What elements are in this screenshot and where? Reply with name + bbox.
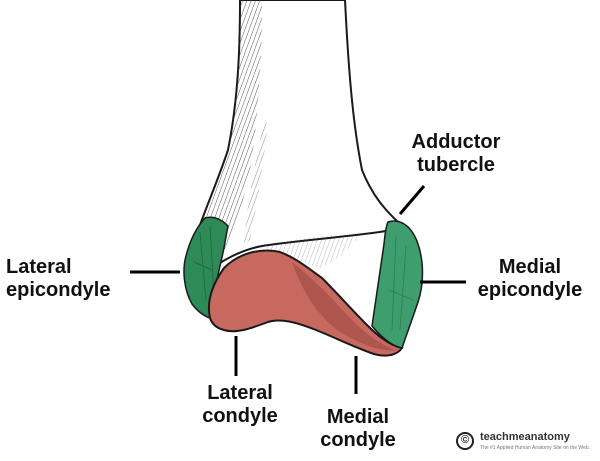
- copyright-icon: ©: [456, 432, 474, 450]
- adductor-tubercle-label: Adductor tubercle: [400, 131, 512, 177]
- watermark: © teachmeanatomy The #1 Applied Human An…: [456, 431, 596, 458]
- shaft-shading-inner: [244, 120, 268, 246]
- lateral-epicondyle-label: Lateral epicondyle: [6, 256, 110, 302]
- adductor-tubercle-pointer: [398, 185, 426, 215]
- adductor-tubercle-line1: Adductor: [411, 131, 501, 153]
- medial-epicondyle-line1: Medial: [498, 256, 562, 278]
- lateral-condyle-line1: Lateral: [207, 382, 273, 404]
- lateral-epicondyle-texture: [193, 225, 215, 301]
- condyle-shadow: [292, 262, 396, 351]
- medial-epicondyle-line2: epicondyle: [477, 279, 583, 301]
- intercondylar-shading: [262, 232, 362, 268]
- medial-epicondyle-label: Medial epicondyle: [466, 256, 594, 302]
- watermark-name: teachmeanatomy: [480, 431, 570, 443]
- shaft-shading: [198, 0, 262, 262]
- medial-condyle-line1: Medial: [326, 406, 390, 428]
- medial-condyle-label: Medial condyle: [308, 406, 408, 452]
- medial-condyle-line2: condyle: [320, 429, 396, 451]
- adductor-tubercle-line2: tubercle: [417, 154, 495, 176]
- medial-epicondyle-texture: [387, 235, 415, 331]
- lateral-epicondyle-line2: epicondyle: [6, 279, 111, 301]
- lateral-epicondyle-line1: Lateral: [6, 256, 72, 278]
- watermark-tagline: The #1 Applied Human Anatomy Site on the…: [480, 445, 590, 451]
- lateral-condyle-label: Lateral condyle: [184, 382, 296, 428]
- lateral-condyle-line2: condyle: [202, 405, 278, 427]
- medial-epicondyle-region: [371, 220, 424, 349]
